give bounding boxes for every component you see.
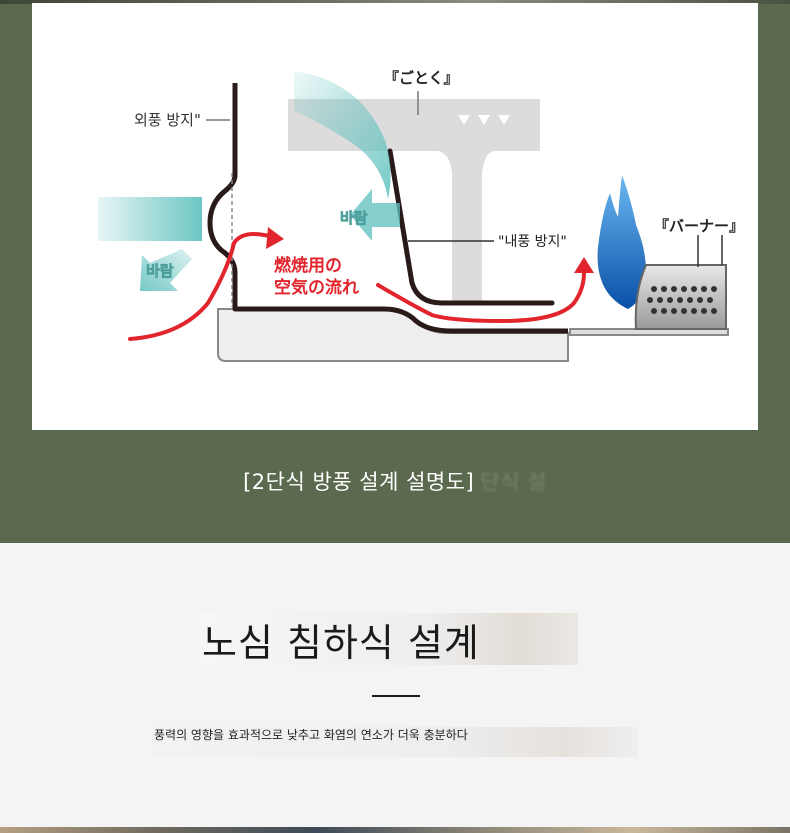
heading-divider [372, 695, 420, 697]
diagram-svg: 외풍 방지" 『ごとく』 바람 바람 "내풍 방지" 『バーナー』 燃焼用の 空… [98, 69, 744, 362]
flame-icon [597, 175, 646, 309]
airflow-head-right [574, 257, 594, 273]
label-gotoku: 『ごとく』 [384, 69, 459, 87]
airflow-arrow-left [128, 232, 278, 341]
wind-arc-top [294, 71, 391, 199]
heading-band [200, 613, 578, 665]
description-band [152, 727, 638, 757]
caption-text: [2단식 방풍 설계 설명도] [243, 470, 475, 494]
airflow-arrow-right [376, 271, 586, 324]
label-burner: 『バーナー』 [654, 217, 744, 235]
section-heading: 노심 침하식 설계 [202, 621, 480, 665]
photo-strip [0, 0, 790, 4]
label-outer-windbreak: 외풍 방지" [134, 111, 201, 129]
wind-arrow-left [140, 249, 192, 291]
feature-section [0, 543, 790, 833]
label-airflow-line2: 空気の流れ [274, 277, 359, 298]
windbreak-diagram: 외풍 방지" 『ごとく』 바람 바람 "내풍 방지" 『バーナー』 燃焼用の 空… [32, 3, 758, 430]
section-description: 풍력의 영향을 효과적으로 낮추고 화염의 연소가 더욱 충분하다 [154, 728, 468, 742]
photo-strip-bottom [0, 827, 790, 833]
label-inner-windbreak: "내풍 방지" [498, 234, 567, 250]
label-wind-left: 바람 [146, 262, 174, 280]
gotoku-support [288, 99, 540, 303]
label-airflow-line1: 燃焼用の [274, 255, 342, 276]
diagram-caption: [2단식 방풍 설계 설명도]단식 설 [0, 466, 790, 496]
base-tray [217, 308, 569, 362]
diagram-section: 외풍 방지" 『ごとく』 바람 바람 "내풍 방지" 『バーナー』 燃焼用の 空… [0, 0, 790, 543]
outer-wall [207, 83, 568, 334]
burner-head [634, 264, 727, 330]
airflow-head-left [266, 227, 284, 249]
inner-wall [387, 148, 555, 306]
label-wind-center: 바람 [340, 209, 368, 227]
wind-arrow-center [350, 189, 400, 241]
wind-band-left [98, 197, 202, 241]
caption-ghost: 단식 설 [480, 470, 547, 494]
